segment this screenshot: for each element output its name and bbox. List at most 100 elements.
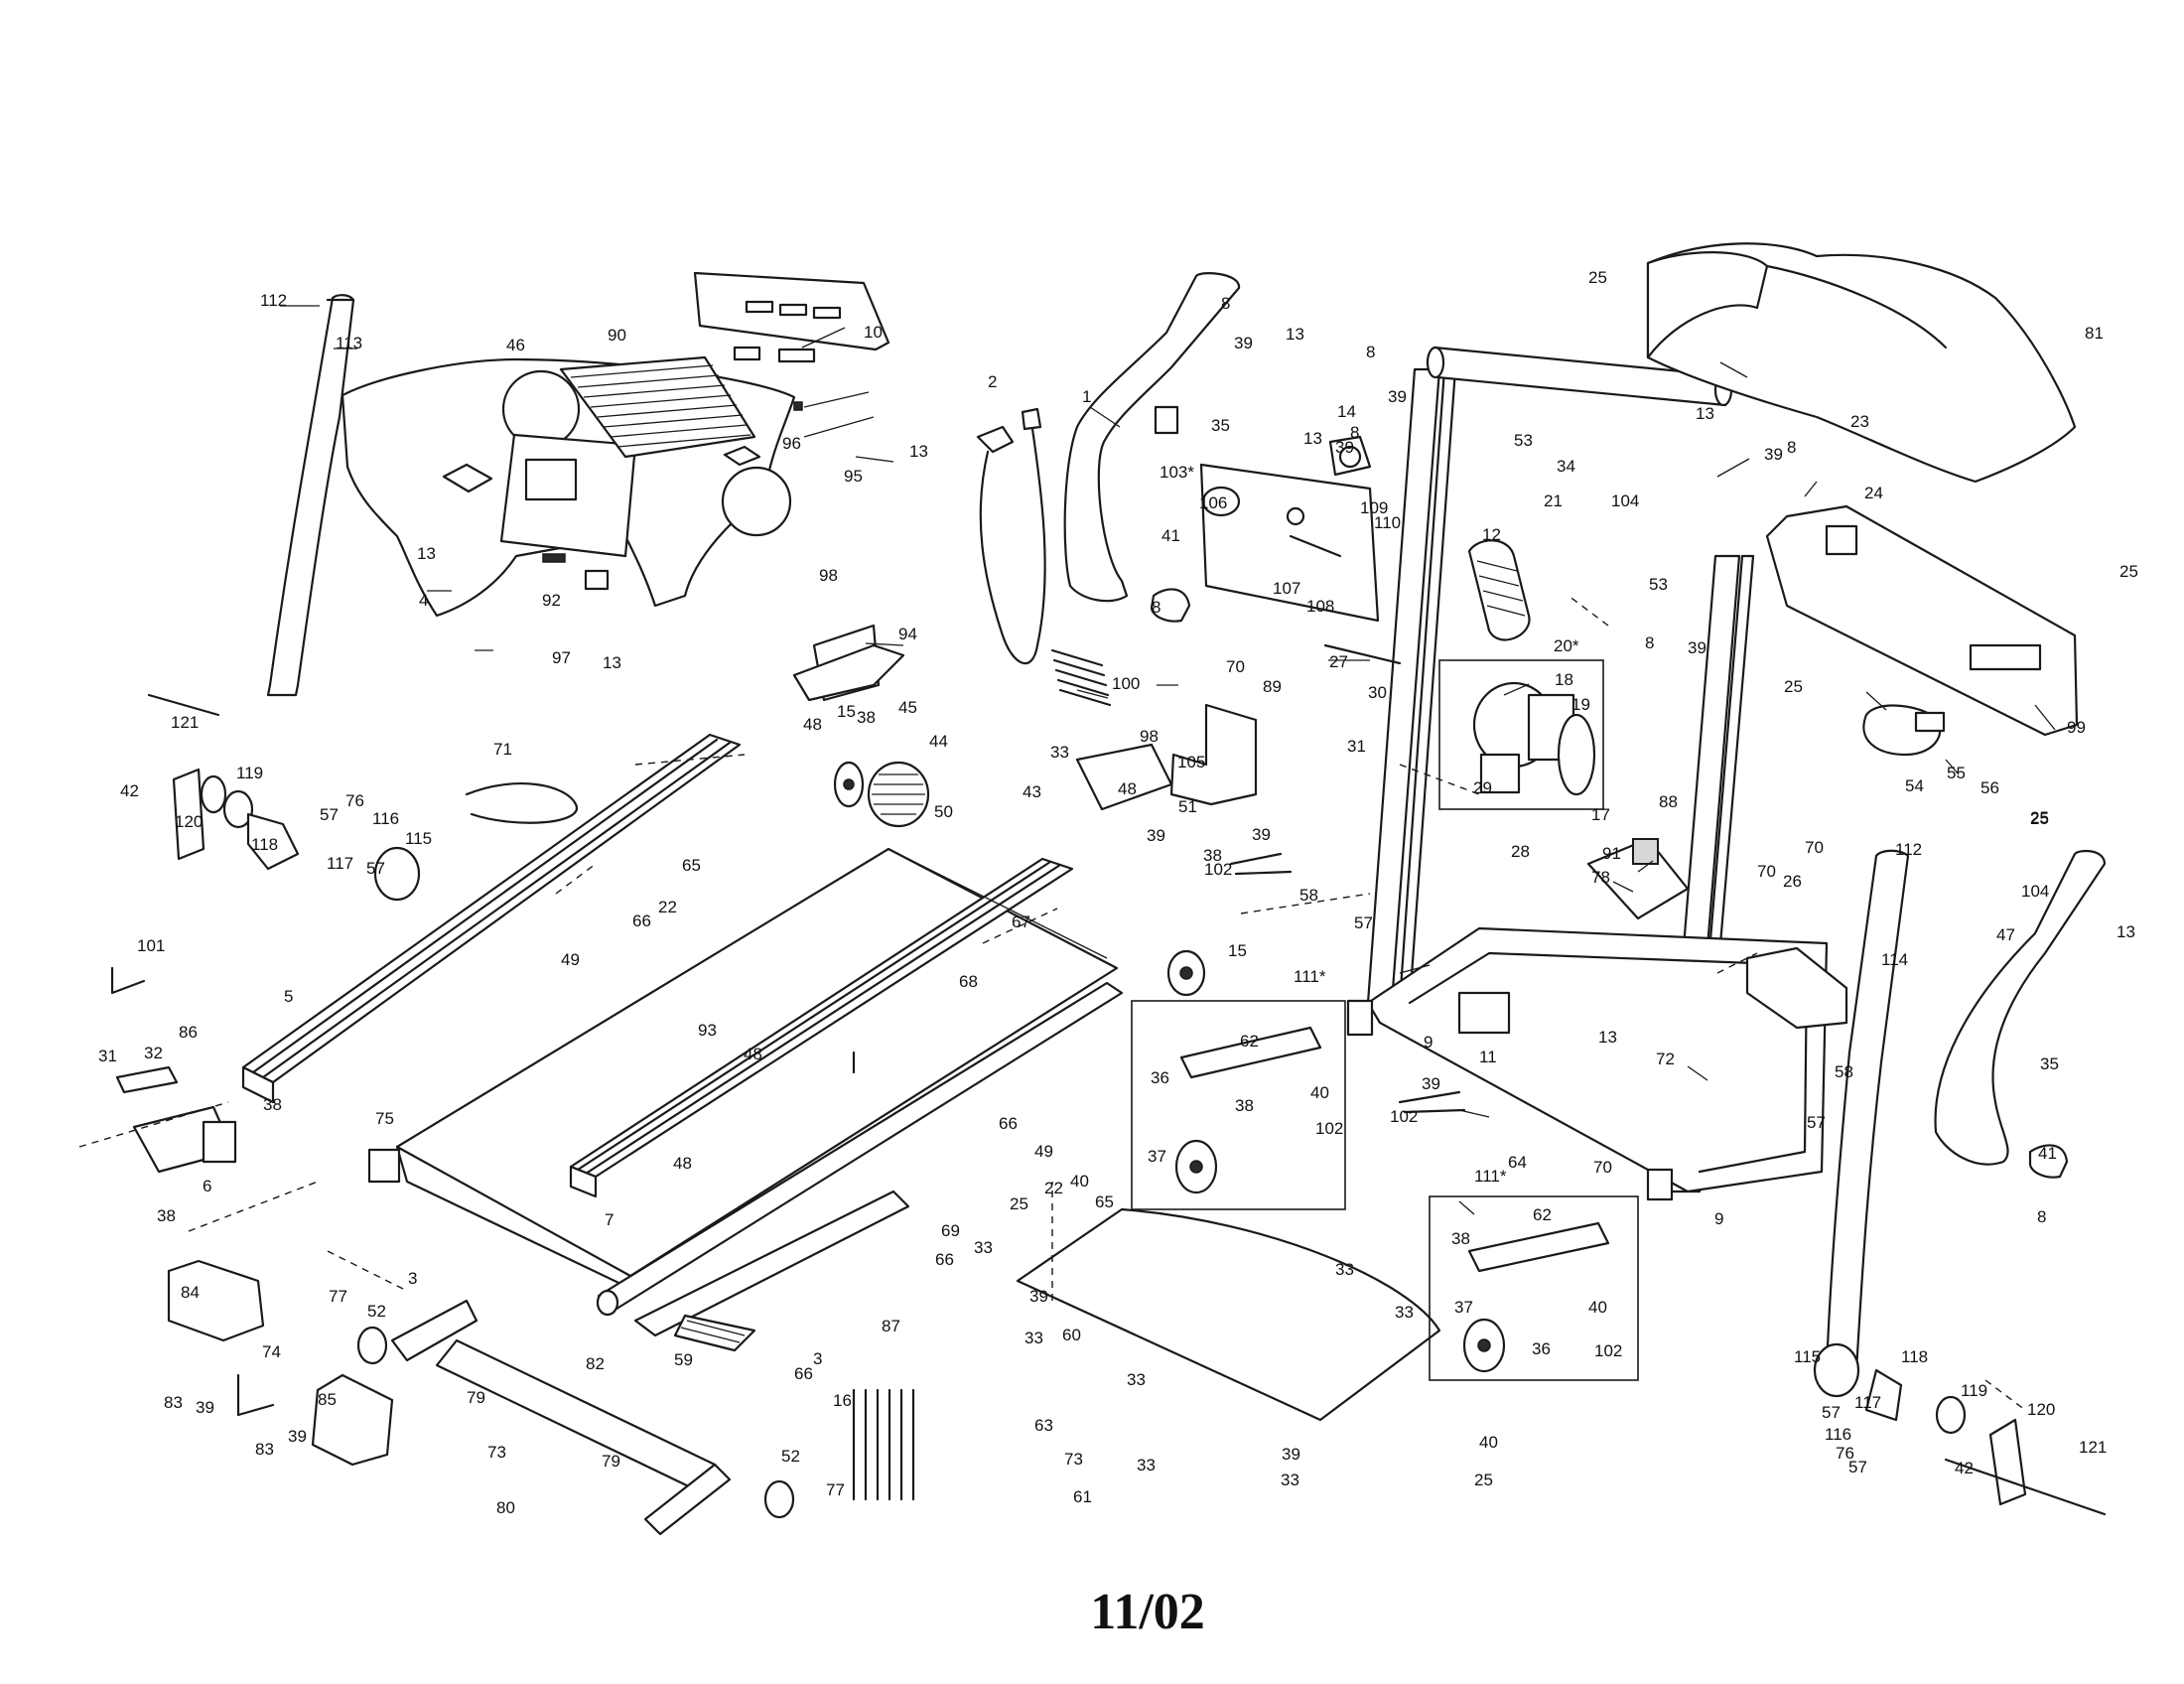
callout-l132: 38 [1235, 1096, 1254, 1115]
callout-l167: 77 [329, 1287, 347, 1306]
cable-ties-16 [852, 1388, 915, 1501]
callout-l42: 38 [857, 708, 876, 727]
callout-l59: 8 [1366, 343, 1375, 361]
callout-l195: 73 [1064, 1450, 1083, 1469]
callout-l28: 101 [137, 936, 165, 955]
motor-assembly-box-20 [1438, 659, 1604, 810]
callout-l86: 19 [1571, 695, 1590, 714]
callout-l103: 39 [1147, 826, 1165, 845]
callout-l56: 8 [1152, 598, 1160, 617]
callout-l37: 22 [658, 898, 677, 916]
callout-l157: 40 [1588, 1298, 1607, 1317]
callout-l212: 121 [2079, 1438, 2107, 1457]
callout-l141: 48 [673, 1154, 692, 1173]
callout-l182: 39 [196, 1398, 214, 1417]
callout-l109: 28 [1511, 842, 1530, 861]
callout-l136: 75 [375, 1109, 394, 1128]
callout-l149: 57 [1807, 1113, 1826, 1132]
callout-l15: 94 [898, 625, 917, 643]
callout-l104: 38 [1203, 846, 1222, 865]
callout-l36: 65 [682, 856, 701, 875]
tube-end-118-right [1864, 1368, 1903, 1422]
pivot-120-right [1988, 1418, 2027, 1506]
pulley-15-left [833, 761, 865, 808]
callout-l51: 13 [1286, 325, 1304, 344]
callout-l4: 90 [608, 326, 626, 345]
callout-l129: 36 [1151, 1068, 1169, 1087]
callout-l210: 120 [2027, 1400, 2055, 1419]
callout-l79: 12 [1482, 525, 1501, 544]
callout-l80: 53 [1649, 575, 1668, 594]
callout-l151: 70 [1593, 1158, 1612, 1177]
callout-l166: 84 [181, 1283, 200, 1302]
callout-l197: 33 [1137, 1456, 1156, 1474]
frame-tube-69 [633, 1190, 910, 1337]
callout-l43: 45 [898, 698, 917, 717]
callout-l67: 53 [1514, 431, 1533, 450]
pivot-120-left [172, 768, 227, 861]
callout-l100: 89 [1263, 677, 1282, 696]
callout-l5: 10 [864, 323, 883, 342]
bracket-6 [132, 1105, 237, 1174]
callout-l50: 1 [1082, 387, 1091, 406]
callout-l16: 121 [171, 713, 199, 732]
callout-l116: 112 [1895, 840, 1922, 859]
callout-l95: 56 [1980, 778, 1999, 797]
bracket-105 [1075, 743, 1173, 811]
callout-l65: 8 [1221, 294, 1230, 313]
callout-l27: 71 [493, 740, 512, 759]
callout-l66: 39 [1234, 334, 1253, 352]
callout-l44: 44 [929, 732, 948, 751]
callout-l140: 65 [1095, 1193, 1114, 1211]
callout-l78: 104 [1611, 491, 1639, 510]
wheel-52-left [356, 1326, 388, 1365]
callout-l192: 77 [826, 1480, 845, 1499]
callout-l11: 92 [542, 591, 561, 610]
callout-l118: 47 [1996, 925, 2015, 944]
callout-l87: 29 [1473, 778, 1492, 797]
walking-belt-67 [887, 848, 1108, 959]
callout-l163: 40 [1070, 1172, 1089, 1191]
callout-l91: 25 [1784, 677, 1803, 696]
callout-l158: 36 [1532, 1339, 1551, 1358]
date-code: 11/02 [1090, 1584, 1205, 1640]
callout-l94: 55 [1947, 764, 1966, 782]
side-rail-5 [241, 733, 742, 1104]
wheel-115-right [1813, 1342, 1860, 1398]
callout-l18: 119 [236, 764, 263, 782]
callout-l3: 46 [506, 336, 525, 354]
callout-l148: 58 [1835, 1062, 1853, 1081]
callout-l196: 61 [1073, 1487, 1092, 1506]
callout-l205: 57 [1822, 1403, 1841, 1422]
callout-l155: 38 [1451, 1229, 1470, 1248]
callout-l25: 57 [366, 859, 385, 878]
callout-l33: 38 [263, 1095, 282, 1114]
callout-l194: 63 [1034, 1416, 1053, 1435]
callout-l35: 38 [157, 1206, 176, 1225]
dashed-connectors [78, 595, 2026, 1411]
callout-l133: 102 [1315, 1119, 1343, 1138]
roller-tube-box-111-lower [1429, 1195, 1639, 1381]
callout-l54: 106 [1199, 493, 1227, 512]
callout-l165: 33 [974, 1238, 993, 1257]
motor-hood-23 [1646, 242, 2077, 484]
callout-l26: 115 [405, 829, 432, 848]
callout-l199: 40 [1479, 1433, 1498, 1452]
callout-l114: 70 [1805, 838, 1824, 857]
callout-l131: 37 [1148, 1147, 1166, 1166]
callout-l138: 49 [1034, 1142, 1053, 1161]
handrail-end-cap-41 [1150, 588, 1191, 623]
frame-tube-59 [673, 1314, 756, 1352]
callout-l71: 81 [2085, 324, 2104, 343]
callout-l188: 73 [487, 1443, 506, 1462]
callout-l211: 42 [1955, 1459, 1974, 1477]
callout-l177: 33 [1335, 1260, 1354, 1279]
callout-l52: 35 [1211, 416, 1230, 435]
callout-l8: 95 [844, 467, 863, 486]
callout-l32: 86 [179, 1023, 198, 1042]
callout-l152: 9 [1714, 1209, 1723, 1228]
callout-l123: 8 [2037, 1207, 2046, 1226]
callout-l102: 51 [1178, 797, 1197, 816]
